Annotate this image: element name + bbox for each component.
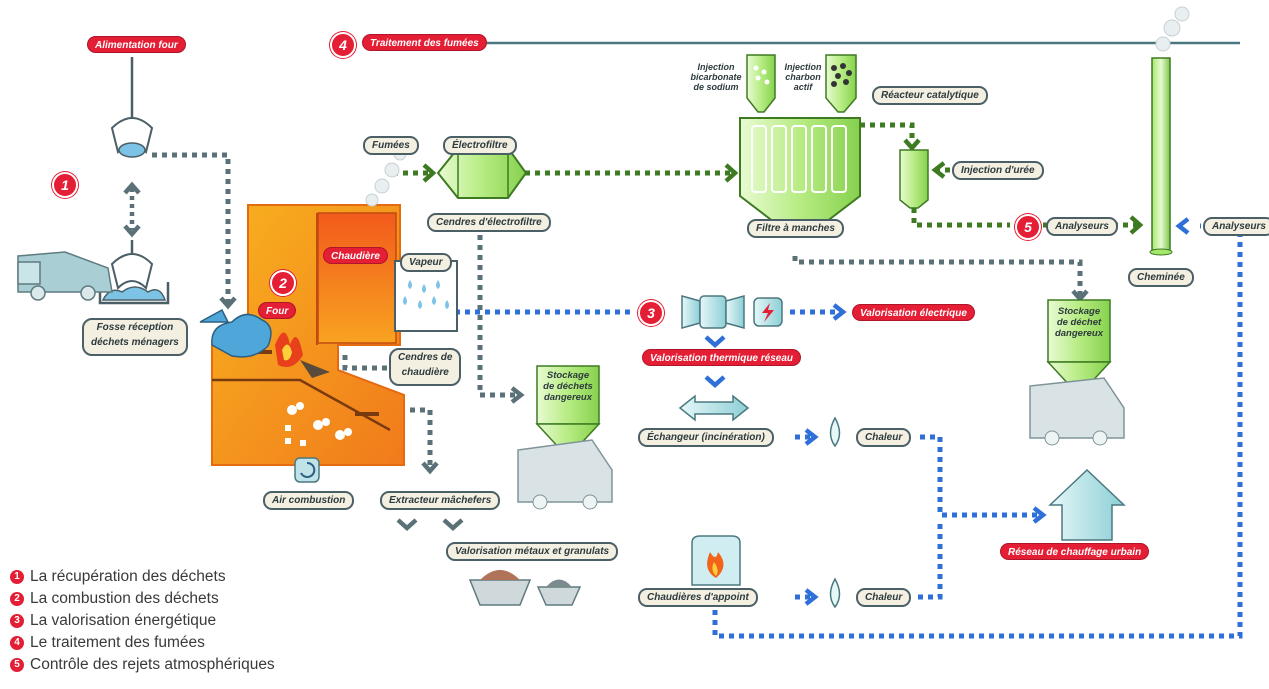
step-marker-2: 2 <box>270 270 296 296</box>
legend-number: 1 <box>10 570 24 584</box>
waste-feed-lump <box>199 308 272 358</box>
flame-icon-2 <box>829 577 841 609</box>
legend-item: 5 Contrôle des rejets atmosphériques <box>10 654 275 676</box>
label-chaudiere: Chaudière <box>323 247 388 264</box>
label-reacteur-catalytique: Réacteur catalytique <box>872 86 988 105</box>
green-flows <box>393 122 1137 228</box>
catalytic-reactor-unit <box>899 149 929 209</box>
label-analyseurs-2: Analyseurs <box>1203 217 1269 236</box>
bicarbonate-silo <box>746 54 776 113</box>
steam-box <box>394 260 458 332</box>
backup-boiler-icon <box>691 535 741 586</box>
flame-icon-1 <box>829 416 841 448</box>
legend-item: 2 La combustion des déchets <box>10 588 275 610</box>
step-marker-5: 5 <box>1015 214 1041 240</box>
label-analyseurs-1: Analyseurs <box>1046 217 1118 236</box>
garbage-truck <box>17 251 113 301</box>
furnace-block <box>211 204 405 466</box>
legend-text: Contrôle des rejets atmosphériques <box>30 656 275 673</box>
smoke-outlet <box>365 147 407 207</box>
label-filtre-manches: Filtre à manches <box>747 219 844 238</box>
generator-lightning-icon <box>753 297 783 327</box>
label-valorisation-thermique: Valorisation thermique réseau <box>642 349 802 366</box>
legend: 1 La récupération des déchets 2 La combust… <box>10 566 275 676</box>
green-arrow-heads <box>422 138 1144 235</box>
label-vapeur: Vapeur <box>400 253 452 272</box>
crane-grab-top <box>110 57 154 158</box>
label-air-combustion: Air combustion <box>263 491 355 510</box>
legend-text: La récupération des déchets <box>30 568 226 585</box>
label-extracteur-machefers: Extracteur mâchefers <box>380 491 501 510</box>
legend-item: 1 La récupération des déchets <box>10 566 275 588</box>
ash-particles <box>285 402 352 446</box>
label-cendres-electrofiltre: Cendres d'électrofiltre <box>427 213 551 232</box>
legend-number: 3 <box>10 614 24 628</box>
step-marker-1: 1 <box>52 172 78 198</box>
legend-item: 3 La valorisation énergétique <box>10 610 275 632</box>
bag-filter-unit <box>739 117 861 223</box>
legend-item: 4 Le traitement des fumées <box>10 632 275 654</box>
hazardous-storage-2 <box>1029 299 1125 446</box>
chimney <box>1149 6 1190 256</box>
legend-text: La combustion des déchets <box>30 590 219 607</box>
grab-arrow-heads <box>123 181 141 238</box>
label-traitement-fumees: Traitement des fumées <box>362 34 487 51</box>
label-chaleur-2: Chaleur <box>856 588 912 607</box>
district-heating-house-icon <box>1048 468 1126 541</box>
legend-number: 4 <box>10 636 24 650</box>
label-echangeur: Échangeur (incinération) <box>638 428 774 447</box>
step-marker-3: 3 <box>638 300 664 326</box>
label-chaudieres-appoint: Chaudières d'appoint <box>638 588 758 607</box>
turbine-icon <box>681 295 745 329</box>
activated-carbon-silo <box>825 54 857 113</box>
label-cheminee: Cheminée <box>1128 268 1194 287</box>
hazardous-storage-1 <box>517 365 613 510</box>
label-electrofiltre: Électrofiltre <box>443 136 517 155</box>
blue-arrow-heads <box>704 217 1190 606</box>
label-cendres-chaudiere: Cendres de chaudière <box>389 348 462 386</box>
slag-bins <box>468 570 582 606</box>
electrofilter-unit <box>436 147 528 199</box>
legend-number: 5 <box>10 658 24 672</box>
label-fosse-reception: Fosse réception déchets ménagers <box>82 318 188 356</box>
label-chaleur-1: Chaleur <box>856 428 912 447</box>
label-four: Four <box>258 302 297 319</box>
legend-text: La valorisation énergétique <box>30 612 217 629</box>
crane-grab-bottom <box>110 240 154 290</box>
label-reseau-chauffage: Réseau de chauffage urbain <box>1000 543 1150 560</box>
legend-text: Le traitement des fumées <box>30 634 205 651</box>
heat-exchanger-icon <box>678 394 750 422</box>
legend-number: 2 <box>10 592 24 606</box>
label-injection-bicarbonate: Injection bicarbonate de sodium <box>690 62 742 92</box>
air-combustion-fan-icon <box>294 457 320 483</box>
label-valorisation-metaux: Valorisation métaux et granulats <box>446 542 619 561</box>
label-alimentation-four: Alimentation four <box>87 36 186 53</box>
label-injection-charbon: Injection charbon actif <box>784 62 822 92</box>
step-marker-4: 4 <box>330 32 356 58</box>
label-stockage-dangereux-1: Stockage de déchets dangereux <box>543 370 593 403</box>
label-injection-uree: Injection d'urée <box>952 161 1044 180</box>
label-stockage-dangereux-2: Stockage de déchet dangereux <box>1054 306 1104 339</box>
label-valorisation-electrique: Valorisation électrique <box>852 304 975 321</box>
label-fumees: Fumées <box>363 136 419 155</box>
